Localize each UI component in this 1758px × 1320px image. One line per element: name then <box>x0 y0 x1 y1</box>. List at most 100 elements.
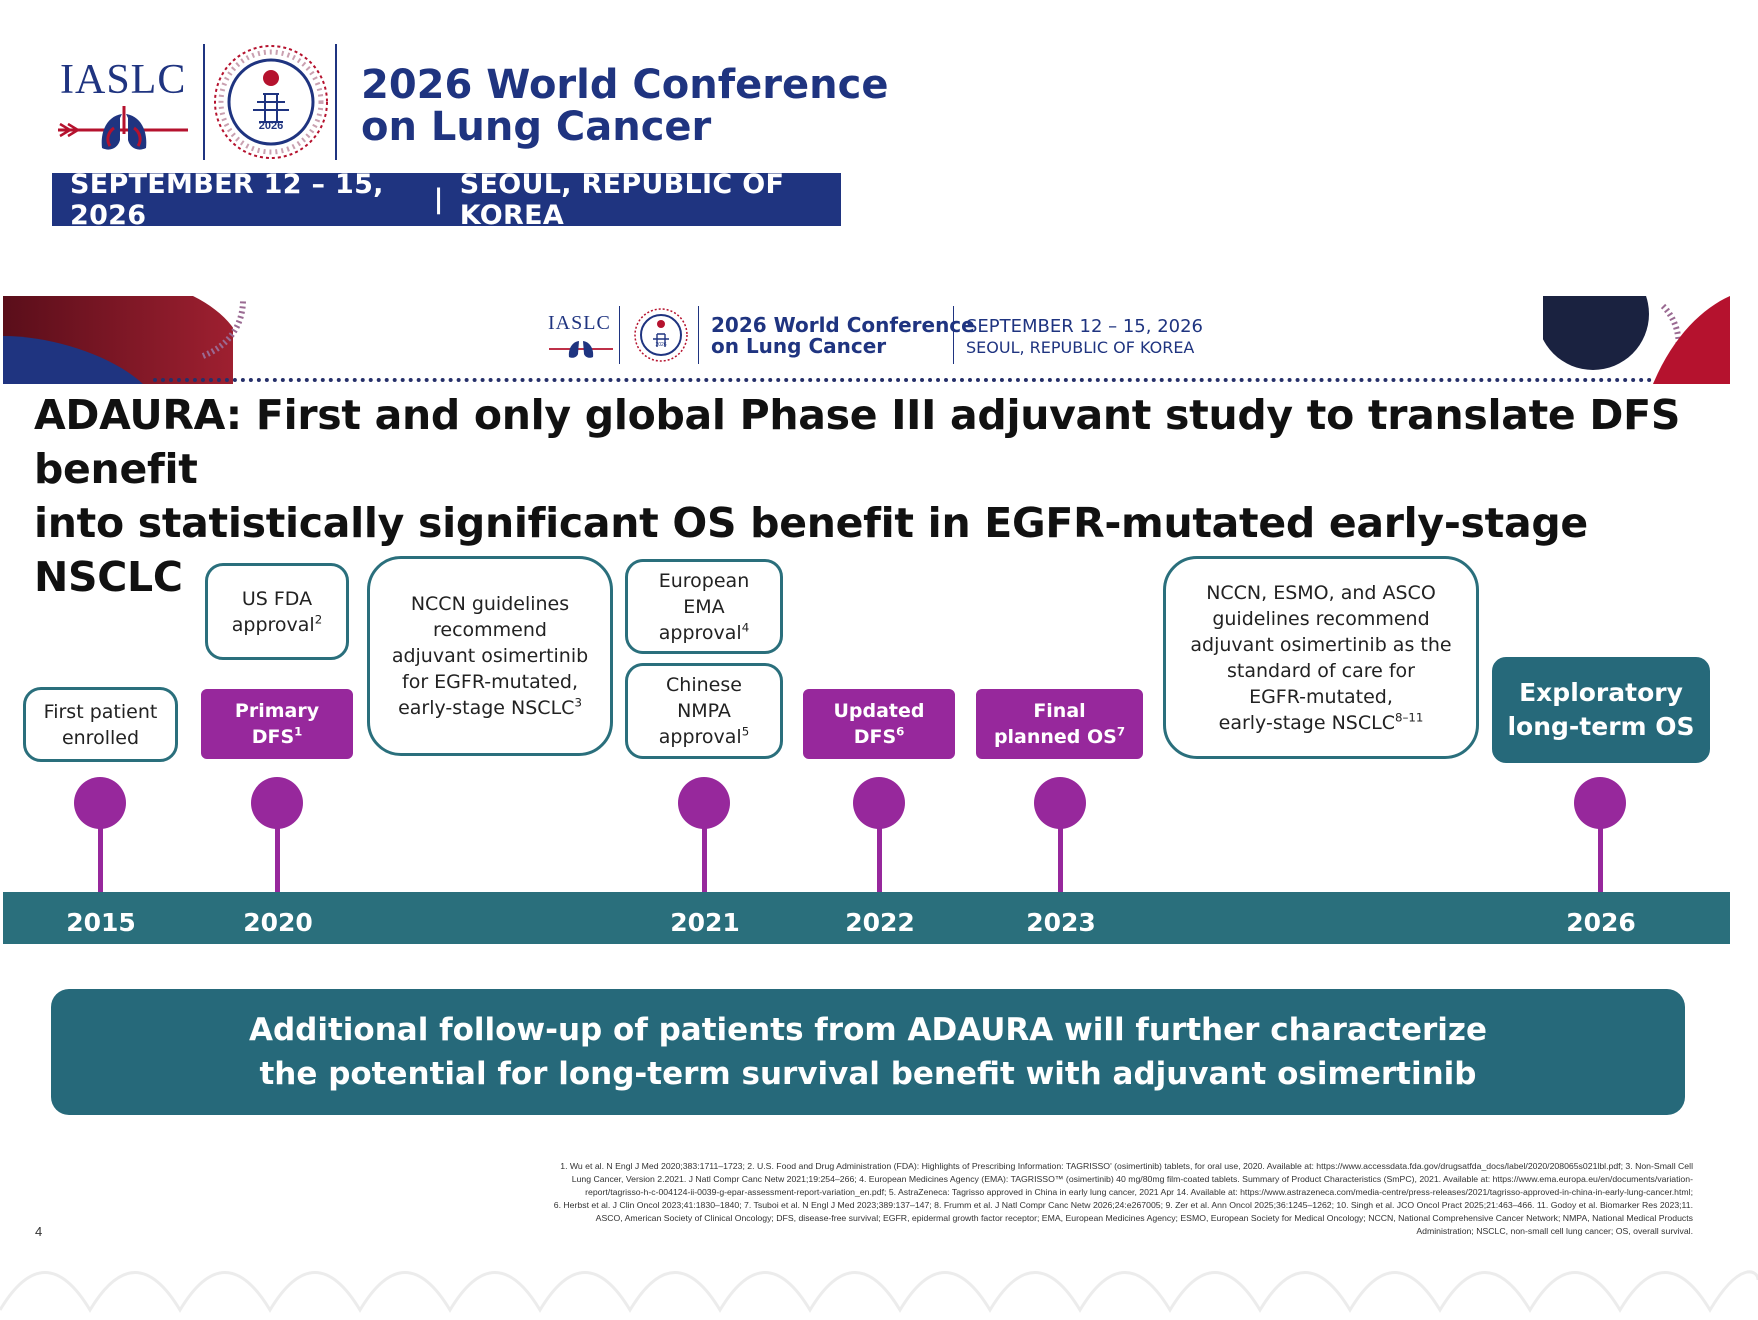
summary-line: the potential for long-term survival ben… <box>259 1056 1477 1092</box>
reference-line: ASCO, American Society of Clinical Oncol… <box>595 1213 1693 1223</box>
reference-line: report/tagrisso-h-c-004124-ii-0039-g-epa… <box>585 1187 1693 1197</box>
slide-title-line1: ADAURA: First and only global Phase III … <box>34 391 1681 493</box>
timeline-pin-2020 <box>251 777 303 829</box>
timeline-pin-stem <box>877 816 882 896</box>
slide-header-title-line1: 2026 World Conference <box>711 313 975 337</box>
timeline-bar <box>3 892 1730 944</box>
timeline-pin-stem <box>702 816 707 896</box>
milestone-text: NCCN guidelines <box>410 593 570 615</box>
slide-title: ADAURA: First and only global Phase III … <box>34 388 1714 604</box>
reference-superscript: 3 <box>574 695 582 710</box>
milestone-first-patient: First patient enrolled <box>23 687 178 762</box>
milestone-text: NMPA <box>677 700 731 722</box>
page-number: 4 <box>35 1224 43 1239</box>
timeline-pin-2026 <box>1574 777 1626 829</box>
milestone-text: EMA <box>683 595 725 618</box>
conference-header: IASLC 2026 2026 World Conference on Lung… <box>0 0 1758 280</box>
slide-corner-decoration-left <box>3 296 283 384</box>
milestone-us-fda-approval: US FDA approval2 <box>205 563 349 660</box>
milestone-text: EGFR-mutated, <box>1249 685 1393 708</box>
timeline-pin-2015 <box>74 777 126 829</box>
reference-line: 6. Herbst et al. J Clin Oncol 2023;41:18… <box>553 1200 1693 1210</box>
conference-emblem-icon <box>634 308 688 362</box>
milestone-text: Primary <box>234 700 320 722</box>
milestone-text: early-stage NSCLC <box>1218 711 1395 734</box>
iaslc-logo-text: IASLC <box>60 57 187 103</box>
milestone-text: early-stage NSCLC <box>398 697 575 719</box>
milestone-text: Updated <box>833 700 925 722</box>
milestone-text: approval <box>658 726 742 748</box>
slide-header-divider <box>953 306 954 364</box>
milestone-primary-dfs: Primary DFS1 <box>201 689 353 759</box>
milestone-nmpa-approval: Chinese NMPA approval5 <box>625 663 783 759</box>
conference-title: 2026 World Conference on Lung Cancer <box>361 64 888 148</box>
milestone-text: DFS <box>251 726 295 748</box>
timeline-pin-2022 <box>853 777 905 829</box>
reference-line: Administration; NSCLC, non-small cell lu… <box>1416 1226 1693 1236</box>
milestone-text: guidelines recommend <box>1212 607 1430 630</box>
milestone-text: Exploratory <box>1519 678 1683 707</box>
milestone-text: adjuvant osimertinib <box>391 645 589 667</box>
milestone-guidelines-standard-of-care: NCCN, ESMO, and ASCO guidelines recommen… <box>1163 556 1479 759</box>
milestone-text: Chinese <box>666 674 742 696</box>
date-location-banner: SEPTEMBER 12 – 15, 2026 | SEOUL, REPUBLI… <box>52 169 841 231</box>
year-label: 2015 <box>66 908 136 937</box>
header-divider <box>335 44 337 160</box>
milestone-text: enrolled <box>61 726 140 749</box>
reference-superscript: 4 <box>741 620 750 635</box>
timeline-pin-stem <box>1598 816 1603 896</box>
milestone-text: First patient <box>43 700 158 723</box>
reference-line: Lung Cancer, Version 2.2021. J Natl Comp… <box>571 1174 1693 1184</box>
milestone-text: long-term OS <box>1507 712 1695 741</box>
banner-separator: | <box>433 184 444 215</box>
bottom-decorative-pattern <box>0 1270 1758 1313</box>
slide-header-org: IASLC <box>548 312 611 334</box>
reference-superscript: 1 <box>294 724 303 739</box>
reference-superscript: 2 <box>314 612 323 627</box>
milestone-text: European <box>658 569 750 592</box>
summary-line: Additional follow-up of patients from AD… <box>248 1012 1487 1048</box>
year-label: 2023 <box>1026 908 1096 937</box>
milestone-text: approval <box>231 613 315 636</box>
timeline-pin-stem <box>1058 816 1063 896</box>
references: 1. Wu et al. N Engl J Med 2020;383:1711–… <box>303 1160 1693 1238</box>
lung-icon <box>549 341 613 358</box>
slide: IASLC 2026 2026 World Conference on Lung… <box>3 296 1730 1242</box>
summary-box: Additional follow-up of patients from AD… <box>51 989 1685 1115</box>
milestone-text: approval <box>658 621 742 644</box>
slide-corner-decoration-right <box>1543 296 1730 384</box>
milestone-text: Final <box>1033 700 1086 722</box>
header-divider <box>203 44 205 160</box>
slide-header-dates-location: SEPTEMBER 12 – 15, 2026 SEOUL, REPUBLIC … <box>966 316 1203 358</box>
milestone-text: adjuvant osimertinib as the <box>1190 633 1452 656</box>
milestone-text: recommend <box>433 619 547 641</box>
timeline-pin-stem <box>275 816 280 896</box>
slide-header-divider <box>619 306 620 364</box>
emblem-year: 2026 <box>258 120 284 132</box>
conference-dates: SEPTEMBER 12 – 15, 2026 <box>70 168 384 231</box>
milestone-text: planned OS <box>993 726 1117 748</box>
slide-header-dates: SEPTEMBER 12 – 15, 2026 <box>966 316 1204 337</box>
milestone-nccn-guidelines: NCCN guidelines recommend adjuvant osime… <box>367 556 613 756</box>
milestone-text: US FDA <box>241 587 313 610</box>
year-label: 2026 <box>1566 908 1636 937</box>
milestone-final-planned-os: Final planned OS7 <box>976 689 1143 759</box>
year-label: 2021 <box>670 908 740 937</box>
milestone-text: standard of care for <box>1226 659 1415 682</box>
reference-superscript: 5 <box>741 724 750 739</box>
milestone-ema-approval: European EMA approval4 <box>625 559 783 654</box>
reference-line: 1. Wu et al. N Engl J Med 2020;383:1711–… <box>560 1161 1693 1171</box>
reference-superscript: 8–11 <box>1395 710 1424 725</box>
conference-location: SEOUL, REPUBLIC OF KOREA <box>459 168 785 231</box>
slide-emblem-year: 2026 <box>655 342 667 348</box>
slide-header-title-line2: on Lung Cancer <box>711 334 887 358</box>
reference-superscript: 7 <box>1116 724 1126 739</box>
year-label: 2022 <box>845 908 915 937</box>
lung-icon <box>58 106 188 150</box>
milestone-text: for EGFR-mutated, <box>402 671 578 693</box>
slide-header-title: 2026 World Conference on Lung Cancer <box>711 315 975 357</box>
conference-title-line2: on Lung Cancer <box>361 104 712 150</box>
slide-header-location: SEOUL, REPUBLIC OF KOREA <box>966 338 1195 357</box>
milestone-text: DFS <box>853 726 897 748</box>
conference-emblem-icon <box>214 45 328 159</box>
